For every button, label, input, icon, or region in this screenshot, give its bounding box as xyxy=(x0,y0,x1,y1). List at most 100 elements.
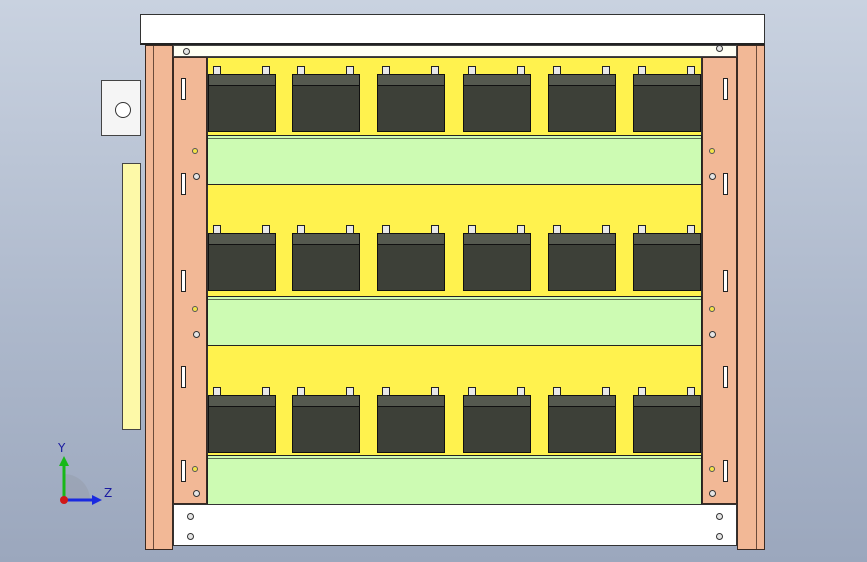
battery-lid xyxy=(377,233,445,245)
battery-lid xyxy=(463,395,531,407)
rail-slot xyxy=(723,366,728,388)
battery xyxy=(548,387,616,453)
battery xyxy=(633,387,701,453)
plate-screw xyxy=(716,513,723,520)
battery-lid xyxy=(292,233,360,245)
battery-terminal xyxy=(602,66,610,75)
top-screw xyxy=(716,45,723,52)
battery-terminal xyxy=(262,225,270,234)
side-door-panel xyxy=(122,163,141,430)
battery xyxy=(208,387,276,453)
battery xyxy=(208,225,276,291)
rail-slot xyxy=(723,78,728,100)
battery-terminal xyxy=(431,387,439,396)
z-axis-label: Z xyxy=(104,486,113,500)
battery-terminal xyxy=(687,387,695,396)
battery-lid xyxy=(377,74,445,86)
battery xyxy=(548,66,616,132)
plate-screw xyxy=(716,533,723,540)
battery-lid xyxy=(208,233,276,245)
rail-bolt xyxy=(709,306,715,312)
plate-screw xyxy=(187,513,194,520)
battery xyxy=(292,387,360,453)
battery xyxy=(292,225,360,291)
battery-terminal xyxy=(553,66,561,75)
battery-terminal xyxy=(687,66,695,75)
rail-bolt xyxy=(192,148,198,154)
battery-terminal xyxy=(517,387,525,396)
rail-bolt xyxy=(709,466,715,472)
battery xyxy=(292,66,360,132)
battery-terminal xyxy=(553,225,561,234)
battery xyxy=(633,66,701,132)
battery-terminal xyxy=(346,225,354,234)
battery-terminal xyxy=(262,66,270,75)
battery-terminal xyxy=(553,387,561,396)
battery xyxy=(208,66,276,132)
battery-terminal xyxy=(638,66,646,75)
rail-bolt xyxy=(709,148,715,154)
battery xyxy=(548,225,616,291)
battery-lid xyxy=(292,74,360,86)
battery-lid xyxy=(292,395,360,407)
battery-lid xyxy=(633,233,701,245)
battery-lid xyxy=(463,74,531,86)
battery xyxy=(463,66,531,132)
left-frame-post xyxy=(145,45,173,550)
battery-terminal xyxy=(517,66,525,75)
battery-terminal xyxy=(602,225,610,234)
rail-bolt xyxy=(192,306,198,312)
left-mount-rail xyxy=(173,57,207,504)
battery-terminal xyxy=(602,387,610,396)
battery-terminal xyxy=(517,225,525,234)
rail-screw xyxy=(193,331,200,338)
battery xyxy=(633,225,701,291)
rail-slot xyxy=(181,78,186,100)
battery-terminal xyxy=(346,387,354,396)
right-mount-rail xyxy=(702,57,737,504)
battery-lid xyxy=(548,395,616,407)
battery-lid xyxy=(208,74,276,86)
cabinet-top-cap xyxy=(140,14,765,45)
battery-terminal xyxy=(431,66,439,75)
battery-terminal xyxy=(213,66,221,75)
battery-terminal xyxy=(297,387,305,396)
battery-terminal xyxy=(638,225,646,234)
battery xyxy=(463,387,531,453)
shelf-3 xyxy=(207,455,702,505)
battery-lid xyxy=(208,395,276,407)
battery-terminal xyxy=(687,225,695,234)
battery-terminal xyxy=(468,225,476,234)
battery-lid xyxy=(377,395,445,407)
shelf-1 xyxy=(207,135,702,185)
y-axis-label: Y xyxy=(58,441,66,455)
battery-terminal xyxy=(468,66,476,75)
rail-slot xyxy=(723,270,728,292)
plate-screw xyxy=(187,533,194,540)
rail-screw xyxy=(709,173,716,180)
rail-screw xyxy=(709,331,716,338)
battery-terminal xyxy=(638,387,646,396)
rail-slot xyxy=(181,460,186,482)
battery-terminal xyxy=(297,66,305,75)
rail-screw xyxy=(709,490,716,497)
rail-bolt xyxy=(192,466,198,472)
rail-slot xyxy=(181,270,186,292)
battery xyxy=(463,225,531,291)
back-panel xyxy=(207,57,702,504)
battery-terminal xyxy=(382,66,390,75)
rail-slot xyxy=(723,173,728,195)
battery-terminal xyxy=(382,225,390,234)
shelf-2 xyxy=(207,296,702,346)
rail-slot xyxy=(181,173,186,195)
battery-terminal xyxy=(213,387,221,396)
battery-terminal xyxy=(431,225,439,234)
battery xyxy=(377,225,445,291)
battery-terminal xyxy=(297,225,305,234)
top-rail-strip xyxy=(173,45,737,57)
battery-lid xyxy=(548,74,616,86)
battery-terminal xyxy=(382,387,390,396)
hinge-hole-icon xyxy=(115,102,131,118)
battery-lid xyxy=(548,233,616,245)
battery-terminal xyxy=(468,387,476,396)
